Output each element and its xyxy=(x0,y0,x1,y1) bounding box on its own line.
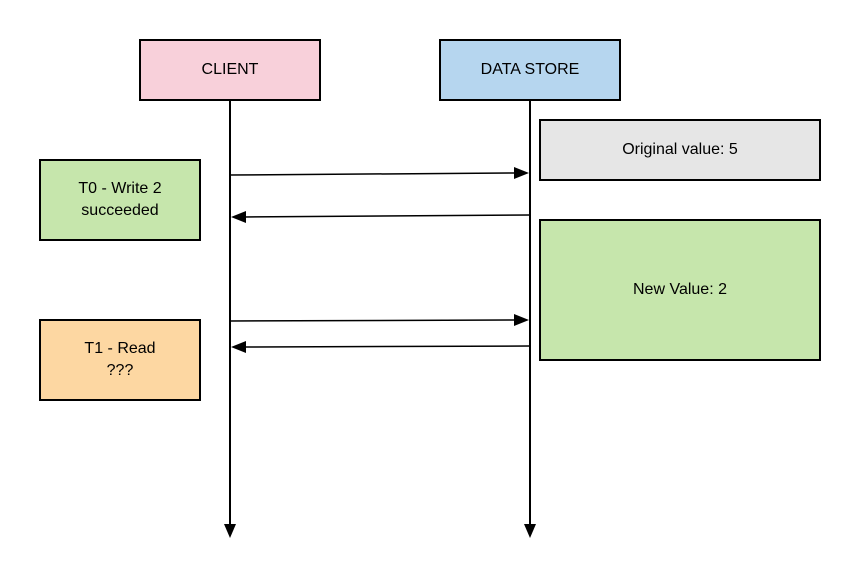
client-participant: CLIENT xyxy=(139,39,321,101)
new-value-label: New Value: 2 xyxy=(633,281,727,298)
read-request-arrowhead xyxy=(514,314,529,326)
data-store-participant: DATA STORE xyxy=(439,39,621,101)
client-lifeline-arrowhead xyxy=(224,524,236,538)
new-value-note: New Value: 2 xyxy=(539,219,821,361)
t1-line-1: T1 - Read xyxy=(84,340,156,357)
original-value-label: Original value: 5 xyxy=(622,141,738,158)
client-label: CLIENT xyxy=(201,61,259,78)
read-response-arrowhead xyxy=(231,341,246,353)
t1-line-2: ??? xyxy=(106,362,134,379)
store-lifeline-arrowhead xyxy=(524,524,536,538)
write-response-arrow xyxy=(243,214,531,218)
t0-line-2: succeeded xyxy=(81,202,159,219)
read-response-arrow xyxy=(243,345,531,348)
data-store-label: DATA STORE xyxy=(480,61,580,78)
t1-read-note: T1 - Read ??? xyxy=(39,319,201,401)
original-value-note: Original value: 5 xyxy=(539,119,821,181)
write-response-arrowhead xyxy=(231,211,246,223)
write-request-arrowhead xyxy=(514,167,529,179)
read-request-arrow xyxy=(229,319,517,322)
write-request-arrow xyxy=(229,172,517,176)
t0-write-note: T0 - Write 2 succeeded xyxy=(39,159,201,241)
t0-line-1: T0 - Write 2 xyxy=(78,180,162,197)
